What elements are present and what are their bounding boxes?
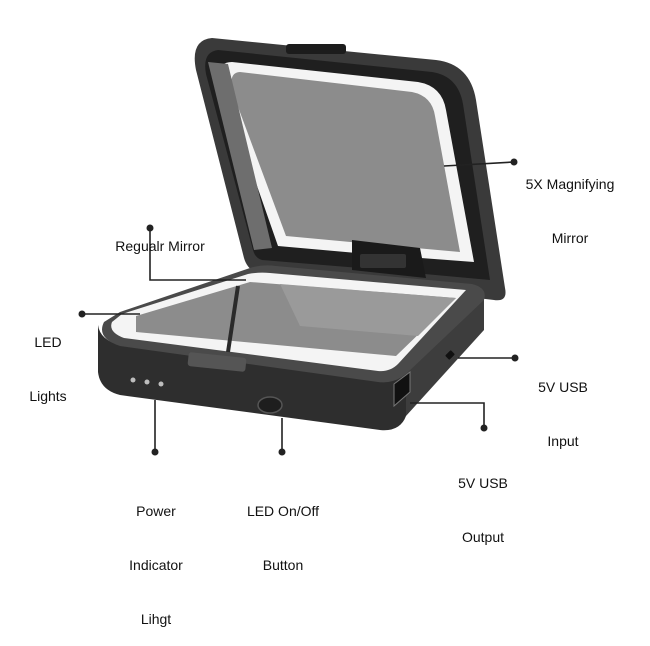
mirror-lid: [194, 38, 506, 301]
magnifying-mirror-surface: [230, 72, 460, 252]
leader-lines: [82, 161, 515, 452]
led-on-off-button[interactable]: [257, 396, 283, 414]
base-right-wall: [406, 292, 484, 416]
label-line: Lights: [29, 388, 67, 404]
label-usb-input: 5V USB Input: [518, 342, 608, 468]
label-line: Indicator: [129, 557, 183, 573]
lid-left-strip: [208, 62, 272, 250]
label-line: Button: [262, 557, 304, 573]
label-line: Output: [461, 529, 505, 545]
label-magnifying-mirror: 5X Magnifying Mirror: [510, 139, 630, 265]
base-front-wall: [98, 325, 406, 431]
label-line: LED: [34, 334, 62, 350]
base: [98, 265, 485, 431]
mirror-reflection: [280, 284, 456, 336]
usb-input-port[interactable]: [445, 350, 455, 360]
label-line: Power: [136, 503, 176, 519]
label-line: Regualr Mirror: [115, 238, 205, 254]
label-led-lights: LED Lights: [20, 297, 76, 423]
label-usb-output: 5V USB Output: [438, 438, 528, 564]
lid-latch: [286, 44, 346, 54]
label-line: 5V USB: [538, 379, 588, 395]
usb-output-port[interactable]: [393, 371, 411, 408]
product-diagram: [78, 38, 519, 456]
label-led-button: LED On/Off Button: [224, 466, 342, 592]
label-line: Input: [547, 433, 579, 449]
label-power-indicator: Power Indicator Lihgt: [110, 466, 202, 646]
label-line: Lihgt: [140, 611, 172, 627]
hinge: [352, 240, 426, 278]
label-line: Mirror: [551, 230, 589, 246]
leader-regular: [149, 228, 246, 281]
leader-dots: [78, 158, 519, 456]
leader-usb-output: [410, 402, 485, 428]
label-regular-mirror: Regualr Mirror: [95, 201, 225, 273]
power-indicator-lights: [130, 377, 164, 387]
label-line: 5V USB: [458, 475, 508, 491]
base-front-tab: [187, 352, 247, 372]
leader-magnifying: [443, 161, 515, 167]
label-line: 5X Magnifying: [525, 176, 615, 192]
label-line: LED On/Off: [246, 503, 320, 519]
